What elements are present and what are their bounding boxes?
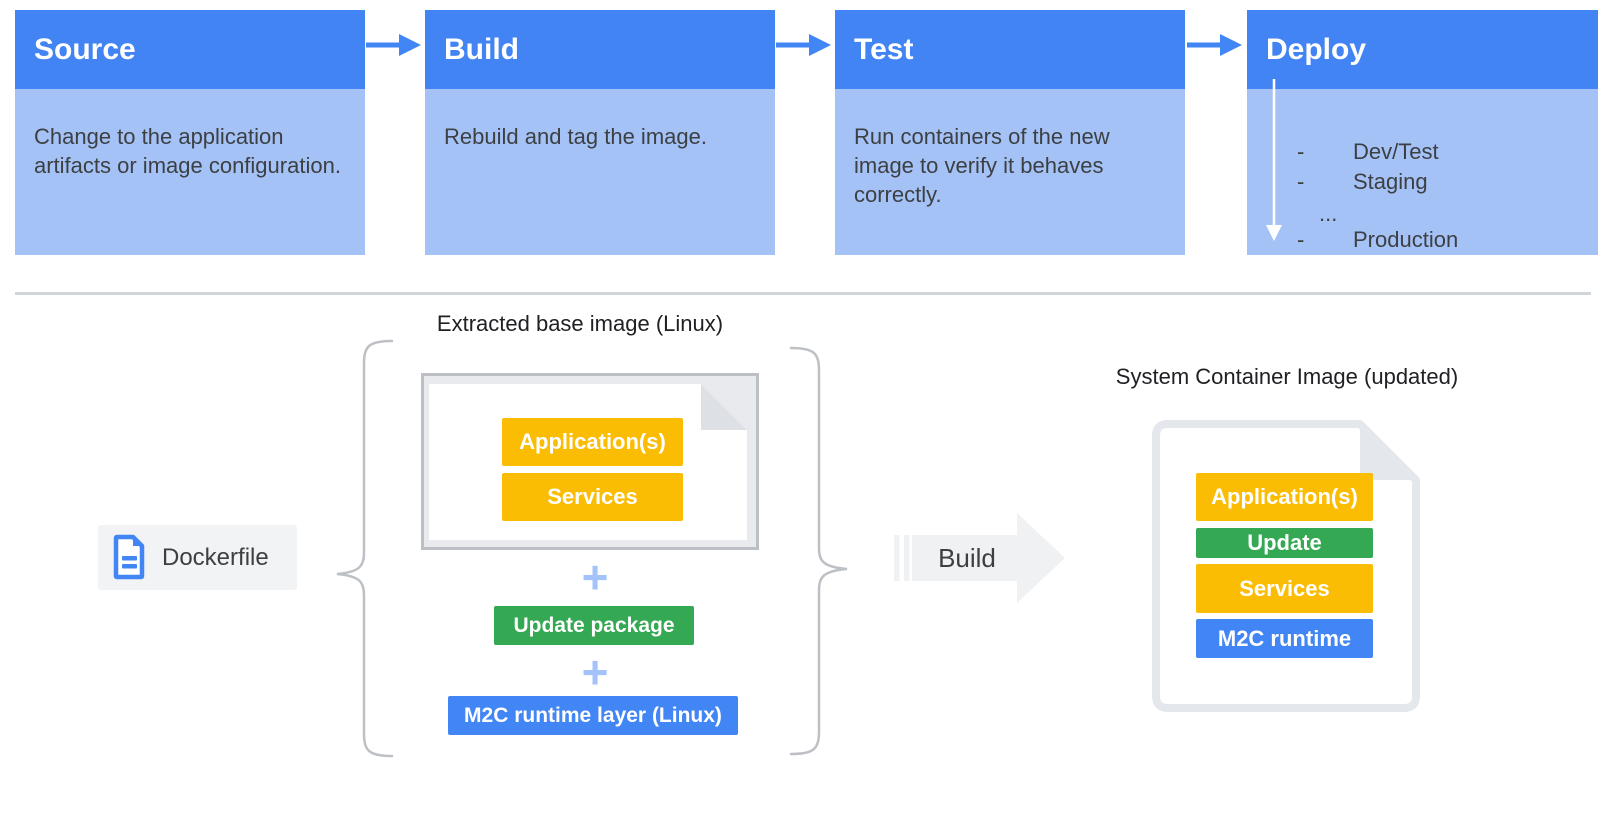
left-brace <box>336 339 394 758</box>
build-block-arrow <box>894 513 1065 603</box>
right-brace <box>789 346 848 756</box>
layer-applications: Application(s) <box>1196 473 1373 521</box>
stage-source-description: Change to the application artifacts or i… <box>15 89 365 255</box>
deploy-label: Staging <box>1353 169 1428 194</box>
layer-services: Services <box>502 473 683 521</box>
flow-arrow-source-build <box>366 34 421 56</box>
deploy-target-production: - Production <box>1297 225 1577 255</box>
flow-arrow-test-deploy <box>1187 34 1242 56</box>
deploy-bullet: - <box>1297 227 1305 252</box>
section-divider <box>15 292 1591 295</box>
layer-update-package: Update package <box>494 606 694 645</box>
deploy-bullet: - <box>1297 169 1305 194</box>
layer-applications: Application(s) <box>502 418 683 466</box>
stage-deploy: Deploy - Dev/Test - Staging ... - Produc… <box>1247 10 1598 255</box>
document-icon <box>113 534 145 580</box>
layer-m2c-runtime-linux: M2C runtime layer (Linux) <box>448 696 738 735</box>
stage-test-description: Run containers of the new image to verif… <box>835 89 1185 255</box>
plus-icon: + <box>581 646 609 698</box>
deploy-bullet: - <box>1297 139 1305 164</box>
stage-build: Build Rebuild and tag the image. <box>425 10 775 255</box>
deploy-target-dev-test: - Dev/Test <box>1297 137 1577 167</box>
stage-build-title: Build <box>425 10 775 89</box>
layer-m2c-runtime: M2C runtime <box>1196 619 1373 658</box>
layer-update: Update <box>1196 528 1373 558</box>
deploy-bullet: ... <box>1319 201 1338 226</box>
stage-source-title: Source <box>15 10 365 89</box>
extracted-base-image-title: Extracted base image (Linux) <box>436 311 724 336</box>
system-container-image-title: System Container Image (updated) <box>1115 364 1459 389</box>
deploy-target-staging: - Staging <box>1297 167 1577 197</box>
deploy-target-ellipsis: ... <box>1319 199 1599 229</box>
deploy-label: Dev/Test <box>1353 139 1439 164</box>
dockerfile-label: Dockerfile <box>162 544 269 571</box>
stage-deploy-targets: - Dev/Test - Staging ... - Production <box>1247 89 1598 255</box>
deploy-label: Production <box>1353 227 1459 252</box>
stage-source: Source Change to the application artifac… <box>15 10 365 255</box>
stage-test-title: Test <box>835 10 1185 89</box>
layer-services: Services <box>1196 564 1373 613</box>
stage-test: Test Run containers of the new image to … <box>835 10 1185 255</box>
flow-arrow-build-test <box>776 34 831 56</box>
dockerfile-chip: Dockerfile <box>98 525 297 590</box>
plus-icon: + <box>581 551 609 603</box>
build-arrow-label: Build <box>938 543 996 573</box>
stage-deploy-title: Deploy <box>1247 10 1598 89</box>
stage-build-description: Rebuild and tag the image. <box>425 89 775 255</box>
